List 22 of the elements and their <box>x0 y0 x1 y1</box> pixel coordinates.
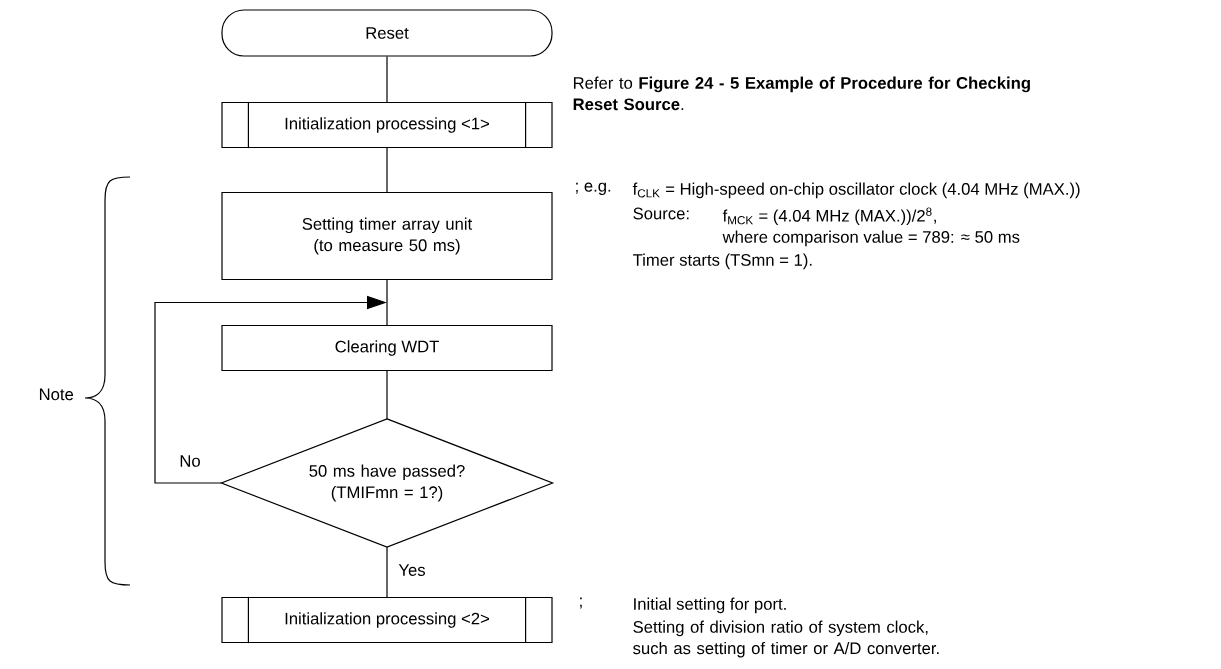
connector-line <box>386 546 388 598</box>
note-text: where comparison value = 789: ≈ 50 ms <box>722 230 1020 247</box>
note-text: Source: <box>633 207 689 220</box>
predefined-process-box: Initialization processing <1> <box>221 101 553 149</box>
process-box: Setting timer array unit (to measure 50 ms) <box>221 191 553 281</box>
note-text: Note <box>39 388 74 401</box>
note-text: ; <box>580 597 582 609</box>
process-box: Clearing WDT <box>221 324 553 372</box>
connector-line <box>386 370 388 420</box>
note-text: Refer to Figure 24 - 5 Example of Procedure for Checking Reset Source. <box>573 76 1030 111</box>
terminal-box: Reset <box>221 9 553 57</box>
connector-line <box>386 147 388 193</box>
connector-line <box>386 279 388 326</box>
note-text: Initial setting for port. <box>634 597 786 614</box>
predefined-process-box: Initialization processing <2> <box>221 596 553 644</box>
edge-label: No <box>180 455 200 467</box>
note-text: f$_{CLK}$ = High-speed on-chip oscillator clock (4.04 MHz (MAX.)) <box>632 182 1080 199</box>
connector-line <box>386 56 388 103</box>
note-text: Timer starts (TSmn = 1). <box>633 253 812 270</box>
note-text: ; e.g. <box>576 182 611 196</box>
edge-label: Yes <box>398 564 426 576</box>
note-text: Setting of division ratio of system clock, such as setting of timer or A/D converter. <box>633 620 939 658</box>
